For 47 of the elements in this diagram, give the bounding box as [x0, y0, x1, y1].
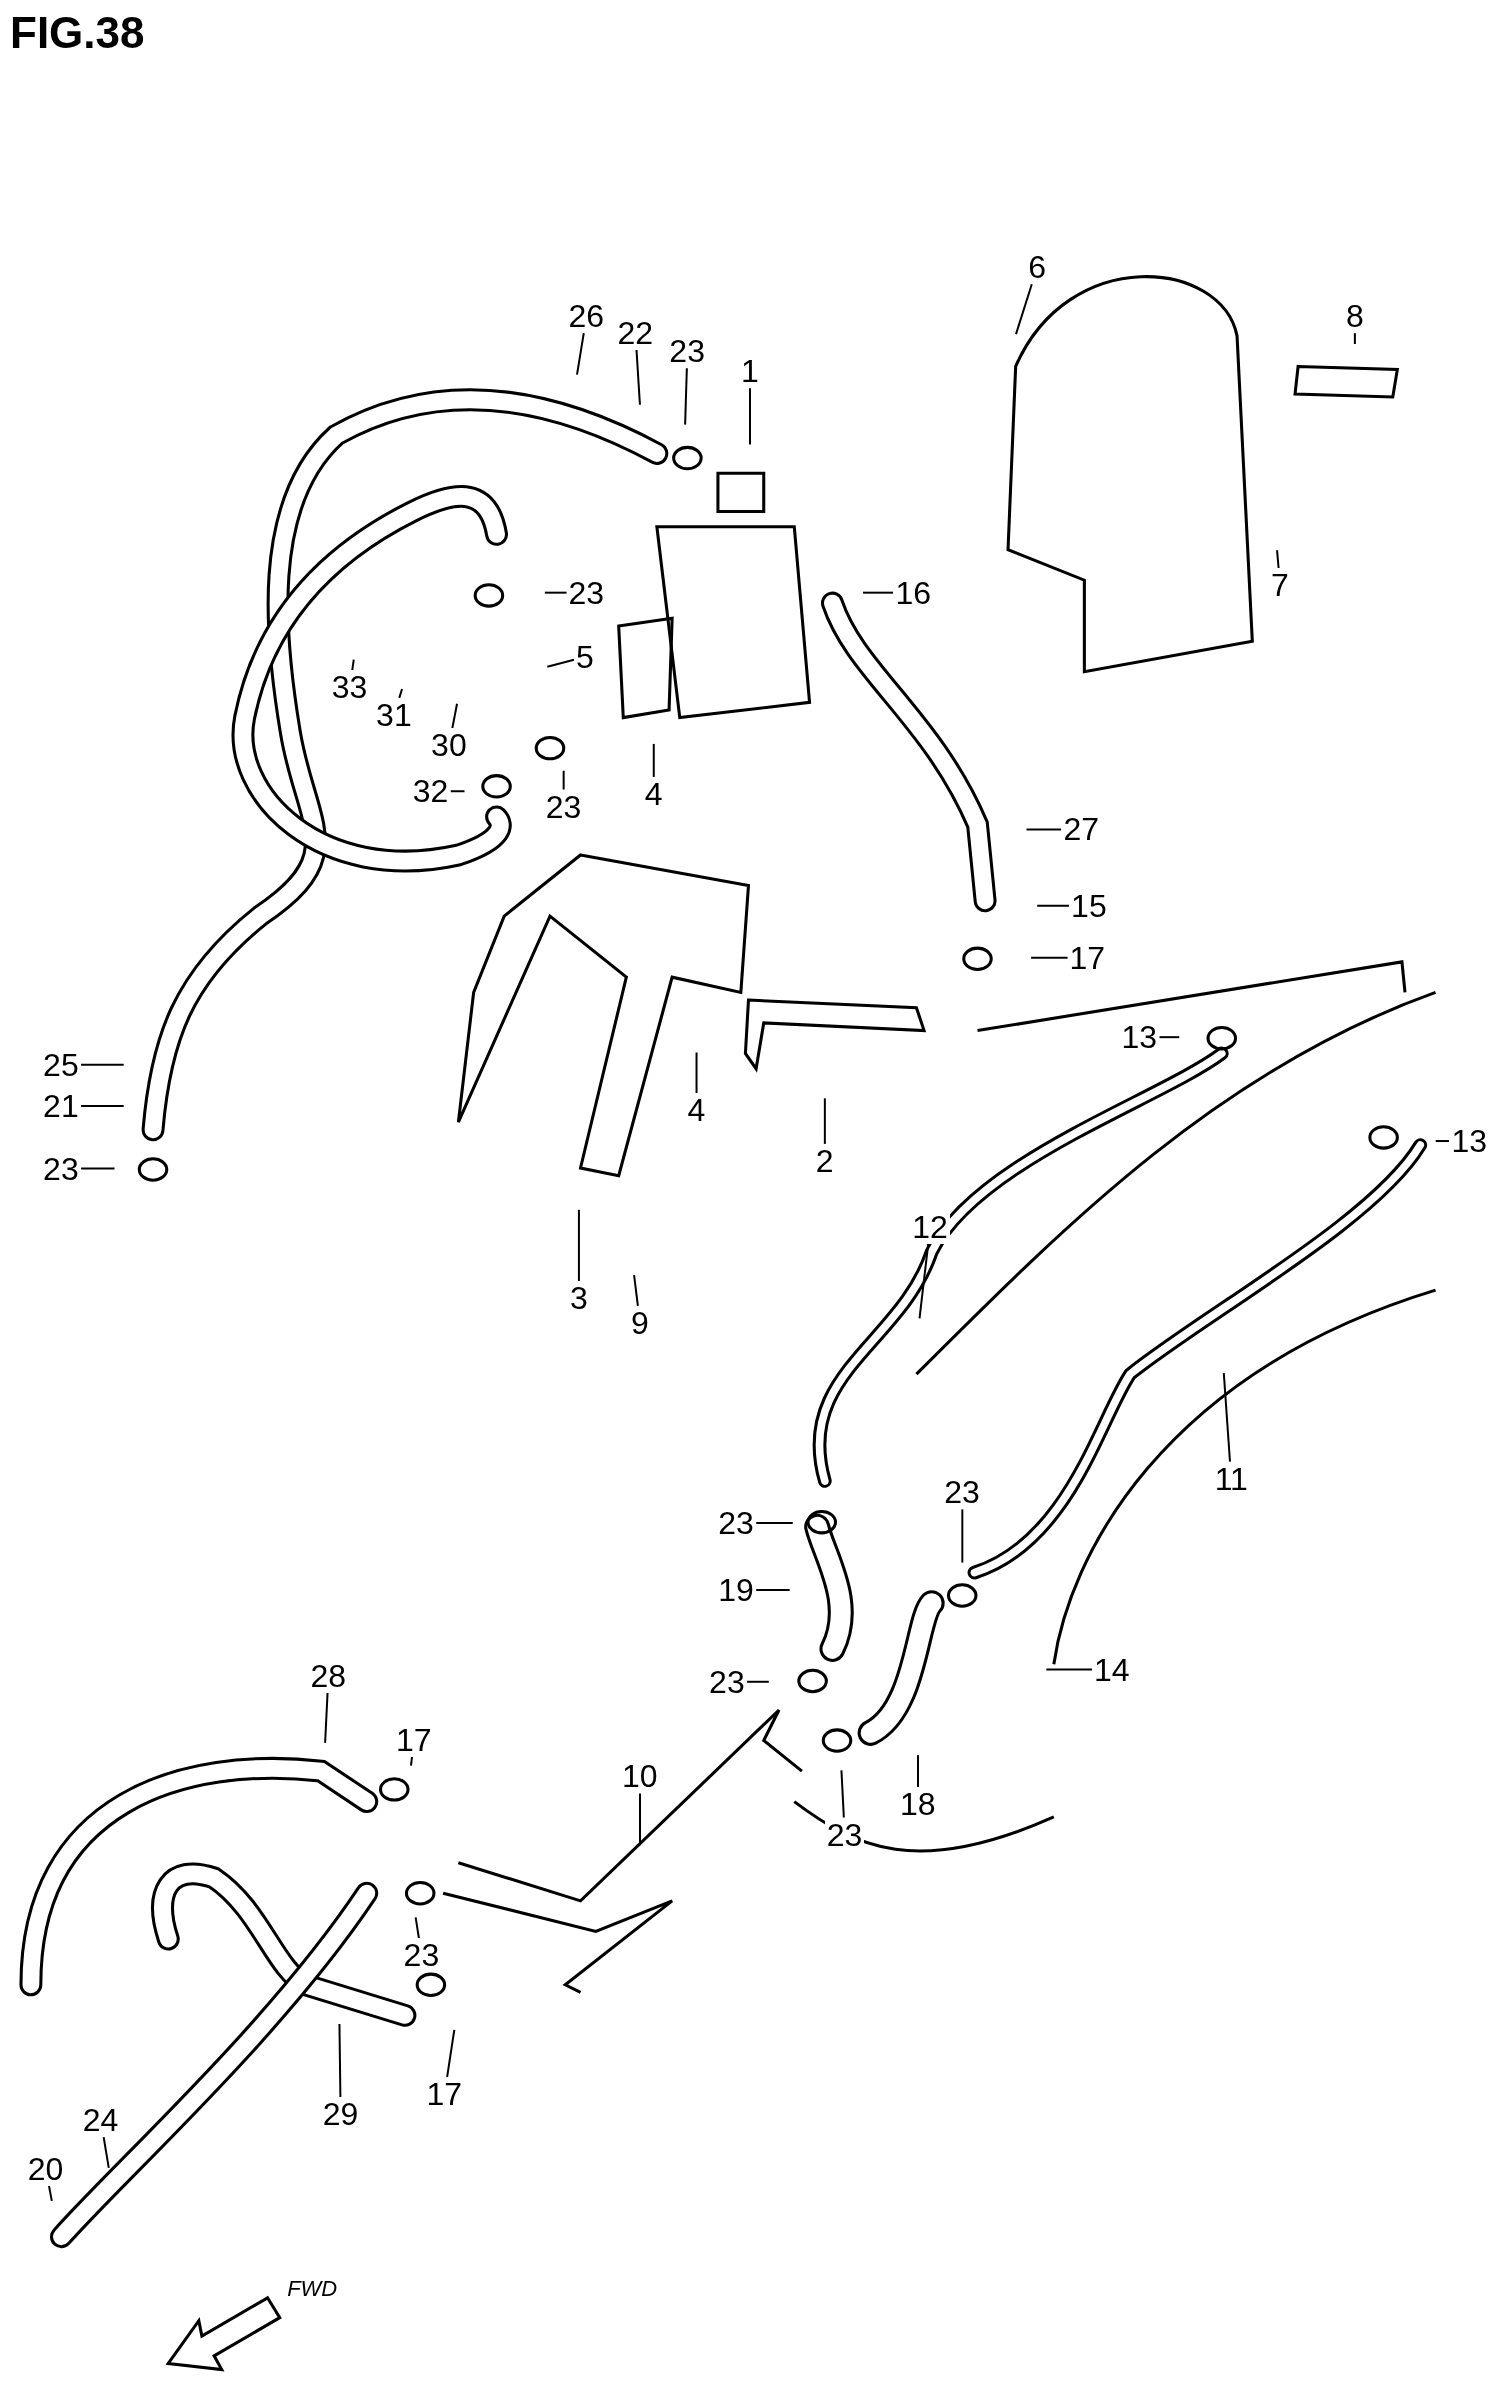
leader-line — [102, 2136, 110, 2169]
leader-line — [862, 591, 895, 594]
leader-line — [80, 1104, 125, 1107]
leader-line — [1353, 332, 1356, 345]
leader-line — [1222, 1372, 1231, 1463]
leader-line — [451, 702, 459, 730]
leader-line — [684, 367, 688, 426]
leader-line — [1158, 1036, 1181, 1039]
leader-line — [562, 769, 565, 791]
leader-line — [652, 742, 655, 779]
leader-line — [755, 1521, 794, 1524]
leader-line — [1276, 549, 1280, 570]
leader-line — [755, 1589, 791, 1592]
leader-line — [1036, 904, 1071, 907]
figure-title: FIG.38 — [10, 8, 145, 58]
leader-line — [1434, 1140, 1451, 1143]
leader-line — [48, 2185, 53, 2202]
leader-line — [1015, 283, 1033, 336]
leader-line — [1030, 956, 1069, 959]
leader-line — [1045, 1668, 1093, 1671]
leader-line — [635, 349, 641, 406]
leader-line — [840, 1769, 845, 1819]
leader-line — [746, 1680, 770, 1683]
leader-line — [414, 1916, 420, 1940]
leader-line — [633, 1274, 639, 1307]
leader-line — [338, 2022, 342, 2099]
direction-label: FWD — [287, 2275, 338, 2302]
leader-line — [749, 387, 751, 446]
leader-line — [639, 1792, 641, 1847]
leader-line — [918, 1242, 930, 1320]
leader-line — [823, 1097, 826, 1145]
leader-line — [695, 1051, 698, 1095]
leader-line — [324, 1691, 329, 1744]
leader-line — [409, 1755, 413, 1767]
leader-line — [546, 658, 576, 668]
leader-line — [543, 591, 568, 594]
leader-line — [961, 1508, 964, 1564]
leader-line — [1025, 828, 1063, 831]
leader-line — [917, 1754, 919, 1788]
leader-line — [577, 1208, 580, 1283]
leader-line — [449, 790, 466, 793]
leader-line — [351, 658, 355, 672]
leader-line — [446, 2028, 456, 2079]
leader-line — [398, 688, 404, 699]
leader-line — [576, 332, 585, 376]
leader-line — [80, 1063, 125, 1066]
leader-line — [80, 1167, 116, 1170]
